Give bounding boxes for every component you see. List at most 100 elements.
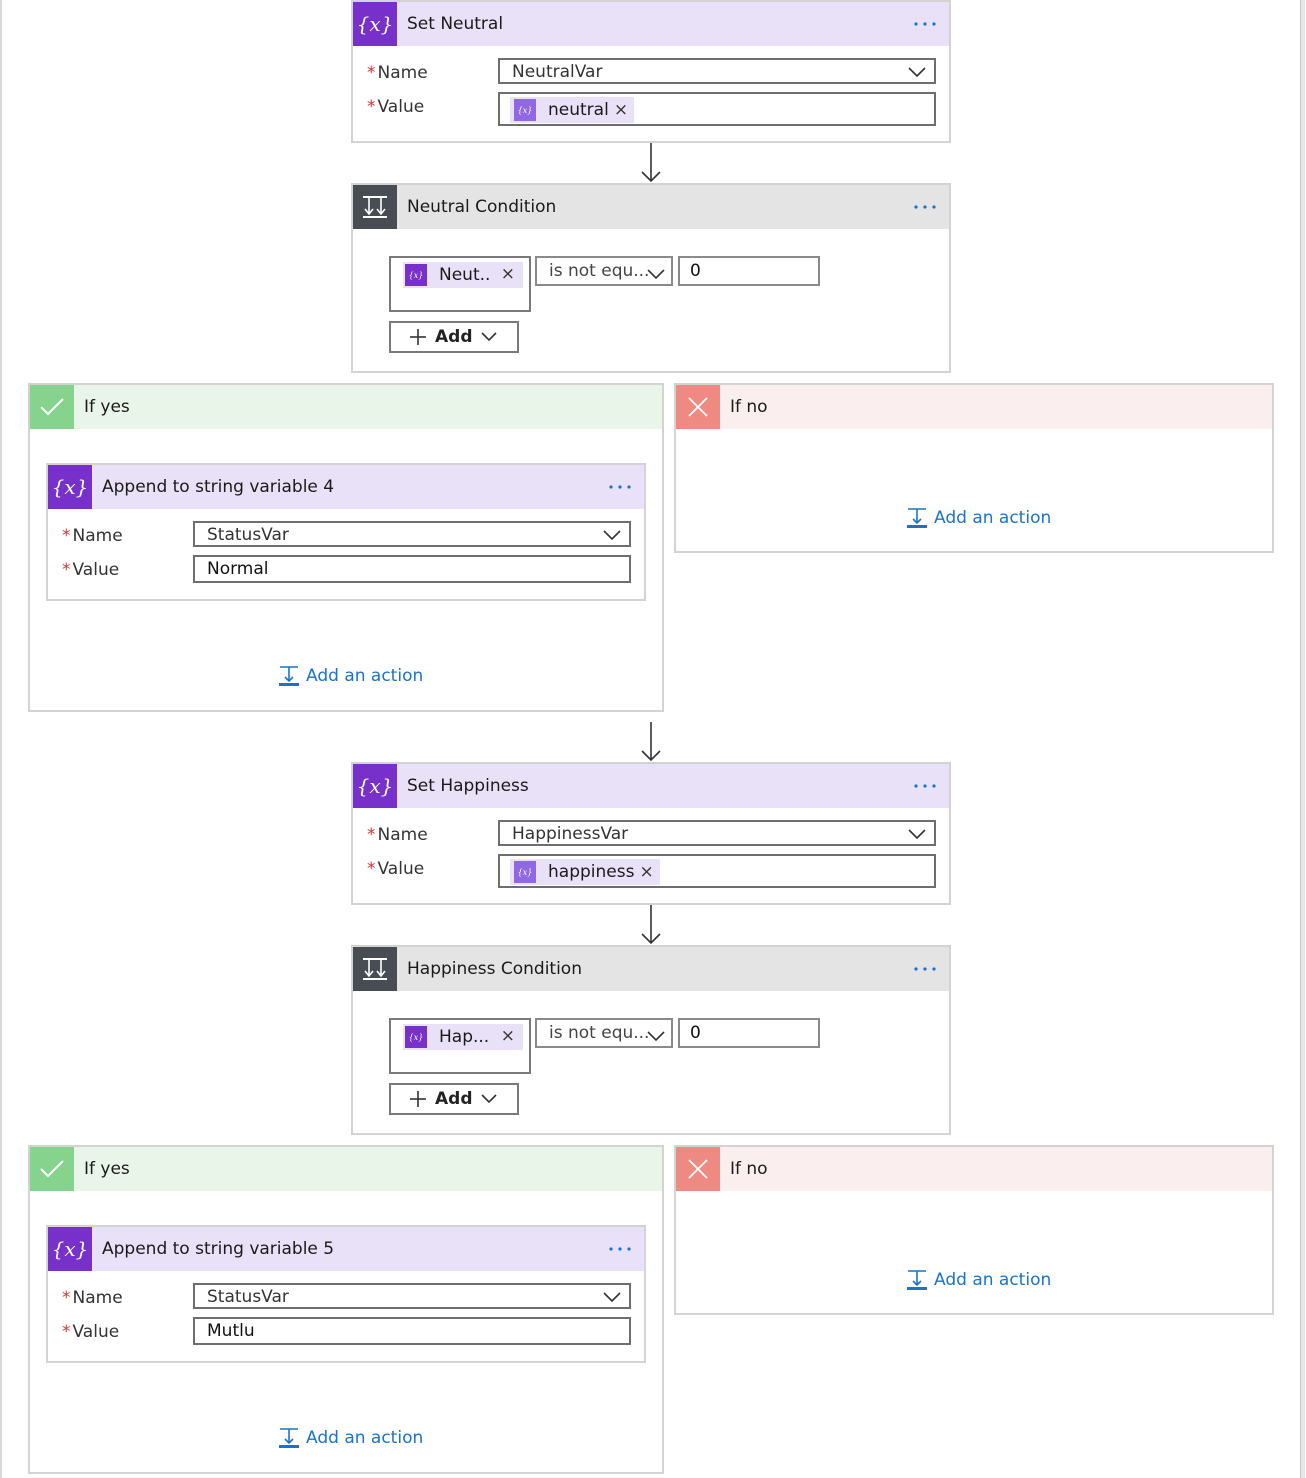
name-value: NeutralVar xyxy=(512,61,603,82)
value-input[interactable]: Mutlu xyxy=(193,1317,631,1345)
variable-token-icon: {x} xyxy=(405,1026,427,1048)
name-label: *Name xyxy=(62,526,123,546)
value-label: *Value xyxy=(62,1322,120,1342)
remove-token-icon[interactable]: × xyxy=(500,264,515,284)
branch-title: If no xyxy=(730,397,768,417)
add-condition-button[interactable]: Add xyxy=(389,321,519,353)
token-label: neutral xyxy=(548,100,609,120)
append-string-variable-5-card[interactable]: {x} Append to string variable 5 *Name St… xyxy=(46,1225,646,1363)
more-options-icon[interactable] xyxy=(606,1237,634,1261)
name-value: HappinessVar xyxy=(512,823,629,844)
chevron-down-icon[interactable] xyxy=(908,63,926,82)
add-label: Add xyxy=(435,1089,473,1109)
remove-token-icon[interactable]: × xyxy=(613,100,629,120)
more-options-icon[interactable] xyxy=(911,957,939,981)
condition-left-operand[interactable]: {x} Neut.. × xyxy=(389,256,531,312)
set-neutral-card[interactable]: {x} Set Neutral *Name NeutralVar *Value … xyxy=(351,0,951,143)
neutral-if-no-branch[interactable]: If no Add an action xyxy=(674,383,1274,553)
value-label: *Value xyxy=(367,859,425,879)
set-happiness-card[interactable]: {x} Set Happiness *Name HappinessVar *Va… xyxy=(351,762,951,905)
condition-right-operand[interactable]: 0 xyxy=(678,1018,820,1048)
condition-icon xyxy=(353,185,397,229)
name-dropdown[interactable]: StatusVar xyxy=(193,1283,631,1309)
variable-token-icon: {x} xyxy=(514,99,536,121)
chevron-down-icon xyxy=(480,332,497,342)
more-options-icon[interactable] xyxy=(606,475,634,499)
name-label: *Name xyxy=(62,1288,123,1308)
operator-dropdown[interactable]: is not equ... xyxy=(535,256,673,286)
branch-title: If no xyxy=(730,1159,768,1179)
more-options-icon[interactable] xyxy=(911,774,939,798)
add-an-action-link[interactable]: Add an action xyxy=(906,1269,1051,1291)
set-happiness-header[interactable]: {x} Set Happiness xyxy=(353,764,949,808)
token-label: happiness xyxy=(548,862,635,882)
branch-title: If yes xyxy=(84,397,130,417)
name-dropdown[interactable]: HappinessVar xyxy=(498,820,936,846)
right-operand-value: 0 xyxy=(690,261,701,281)
variable-icon: {x} xyxy=(353,764,397,808)
card-title: Happiness Condition xyxy=(407,959,582,979)
condition-right-operand[interactable]: 0 xyxy=(678,256,820,286)
if-yes-header[interactable]: If yes xyxy=(30,1147,662,1191)
more-options-icon[interactable] xyxy=(911,195,939,219)
set-neutral-header[interactable]: {x} Set Neutral xyxy=(353,2,949,46)
value-input[interactable]: {x} neutral × xyxy=(498,92,936,126)
chevron-down-icon[interactable] xyxy=(603,526,621,545)
add-condition-button[interactable]: Add xyxy=(389,1083,519,1115)
name-dropdown[interactable]: StatusVar xyxy=(193,521,631,547)
add-action-label: Add an action xyxy=(934,508,1052,528)
close-icon xyxy=(676,385,720,429)
more-options-icon[interactable] xyxy=(911,12,939,36)
close-icon xyxy=(676,1147,720,1191)
dynamic-content-token[interactable]: {x} happiness × xyxy=(510,859,660,885)
canvas-scrollbar[interactable] xyxy=(1300,0,1305,1478)
dynamic-content-token[interactable]: {x} Neut.. × xyxy=(403,262,523,288)
happiness-if-no-branch[interactable]: If no Add an action xyxy=(674,1145,1274,1315)
chevron-down-icon[interactable] xyxy=(647,265,665,284)
card-title: Append to string variable 5 xyxy=(102,1239,335,1259)
name-dropdown[interactable]: NeutralVar xyxy=(498,58,936,84)
add-an-action-link[interactable]: Add an action xyxy=(906,507,1051,529)
svg-text:{x}: {x} xyxy=(357,774,393,798)
append-header[interactable]: {x} Append to string variable 4 xyxy=(48,465,644,509)
happiness-condition-header[interactable]: Happiness Condition xyxy=(353,947,949,991)
add-an-action-link[interactable]: Add an action xyxy=(278,1427,423,1449)
connector-arrow xyxy=(641,143,661,183)
if-no-header[interactable]: If no xyxy=(676,1147,1272,1191)
remove-token-icon[interactable]: × xyxy=(500,1026,515,1046)
happiness-condition-card[interactable]: Happiness Condition {x} Hap... × is not … xyxy=(351,945,951,1135)
if-no-header[interactable]: If no xyxy=(676,385,1272,429)
append-string-variable-4-card[interactable]: {x} Append to string variable 4 *Name St… xyxy=(46,463,646,601)
variable-icon: {x} xyxy=(48,1227,92,1271)
variable-token-icon: {x} xyxy=(514,861,536,883)
add-an-action-link[interactable]: Add an action xyxy=(278,665,423,687)
svg-text:{x}: {x} xyxy=(409,1033,423,1042)
neutral-condition-card[interactable]: Neutral Condition {x} Neut.. × is not eq… xyxy=(351,183,951,373)
add-action-label: Add an action xyxy=(934,1270,1052,1290)
operator-value: is not equ... xyxy=(549,261,650,281)
chevron-down-icon[interactable] xyxy=(908,825,926,844)
if-yes-header[interactable]: If yes xyxy=(30,385,662,429)
dynamic-content-token[interactable]: {x} Hap... × xyxy=(403,1024,523,1050)
append-header[interactable]: {x} Append to string variable 5 xyxy=(48,1227,644,1271)
operator-dropdown[interactable]: is not equ... xyxy=(535,1018,673,1048)
chevron-down-icon[interactable] xyxy=(603,1288,621,1307)
name-label: *Name xyxy=(367,63,428,83)
card-title: Set Neutral xyxy=(407,14,504,34)
name-value: StatusVar xyxy=(207,524,289,545)
chevron-down-icon[interactable] xyxy=(647,1027,665,1046)
neutral-condition-header[interactable]: Neutral Condition xyxy=(353,185,949,229)
neutral-if-yes-branch[interactable]: If yes {x} Append to string variable 4 *… xyxy=(28,383,664,712)
add-action-icon xyxy=(907,1270,927,1290)
value-input[interactable]: Normal xyxy=(193,555,631,583)
value-label: *Value xyxy=(367,97,425,117)
variable-token-icon: {x} xyxy=(405,264,427,286)
value-input[interactable]: {x} happiness × xyxy=(498,854,936,888)
value-text: Normal xyxy=(207,559,269,579)
condition-left-operand[interactable]: {x} Hap... × xyxy=(389,1018,531,1074)
dynamic-content-token[interactable]: {x} neutral × xyxy=(510,97,635,123)
happiness-if-yes-branch[interactable]: If yes {x} Append to string variable 5 *… xyxy=(28,1145,664,1474)
canvas-left-border xyxy=(0,0,2,1478)
remove-token-icon[interactable]: × xyxy=(639,862,654,882)
add-action-icon xyxy=(279,1428,299,1448)
